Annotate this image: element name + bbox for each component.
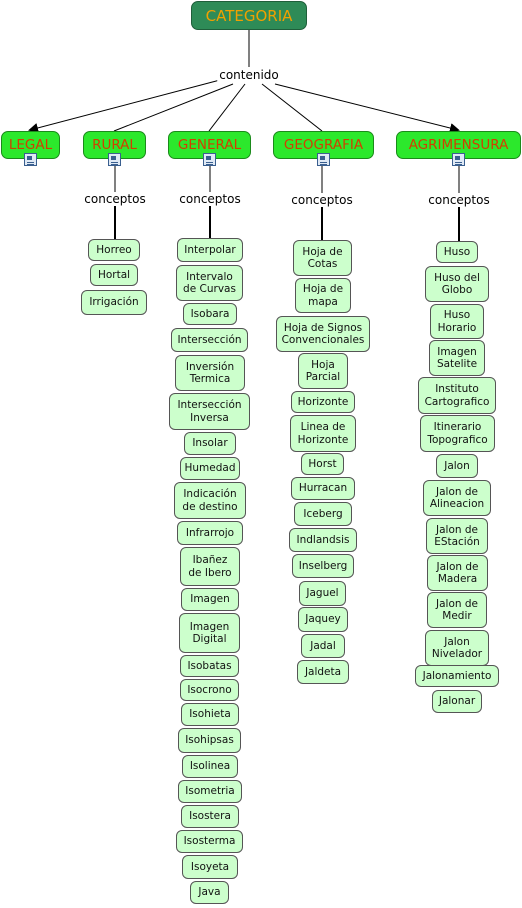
concept-node-agrimensura[interactable]: Huso [436,241,478,263]
concept-node-general[interactable]: Intersección [171,328,248,352]
concept-node-agrimensura[interactable]: Huso Horario [430,304,484,339]
concept-node-general[interactable]: Imagen [181,588,239,611]
concept-node-agrimensura[interactable]: Imagen Satelite [429,340,485,376]
link-to-category-line-geografia [261,83,323,132]
resource-doc-icon-rural[interactable] [108,153,121,166]
concept-node-general[interactable]: Isohipsas [178,728,241,753]
concept-node-geografia[interactable]: Hoja de Signos Convencionales [276,316,370,352]
concept-node-general[interactable]: Java [190,881,229,904]
resource-doc-icon-agrimensura[interactable] [452,153,465,166]
category-general[interactable]: GENERAL [168,131,251,159]
concept-node-general[interactable]: Intersección Inversa [169,393,250,430]
concept-node-general[interactable]: Isohieta [181,703,239,726]
concept-node-agrimensura[interactable]: Jalonar [432,690,482,713]
concept-node-general[interactable]: Interpolar [177,238,243,262]
concept-node-general[interactable]: Isometria [178,780,242,803]
link-label-geografia: conceptos [289,193,355,207]
concept-node-agrimensura[interactable]: Huso del Globo [425,266,489,302]
concept-node-agrimensura[interactable]: Jalon [436,454,478,478]
link-label-general: conceptos [177,192,243,206]
concept-node-general[interactable]: Infrarrojo [177,521,243,545]
concept-node-geografia[interactable]: Indlandsis [289,528,357,552]
concept-node-general[interactable]: Isostera [181,805,239,828]
link-to-category-line-rural [113,83,234,132]
concept-node-agrimensura[interactable]: Itinerario Topografico [420,415,495,452]
link-label-rural: conceptos [82,192,148,206]
concept-node-agrimensura[interactable]: Jalon de Madera [427,555,488,591]
concept-node-geografia[interactable]: Jaldeta [297,660,349,684]
concept-node-general[interactable]: Isolinea [182,755,238,778]
resource-doc-icon-geografia[interactable] [317,153,330,166]
link-to-category-line-general [208,83,246,132]
concept-node-geografia[interactable]: Inselberg [292,554,354,578]
concept-node-general[interactable]: Isoyeta [182,855,238,879]
concept-node-general[interactable]: Isobara [183,303,237,325]
concept-node-agrimensura[interactable]: Jalonamiento [415,665,499,687]
concept-node-agrimensura[interactable]: Jalon de EStación [426,518,488,554]
concept-node-geografia[interactable]: Hoja de Cotas [293,240,352,276]
link-to-category-line-legal [28,79,221,133]
concept-node-general[interactable]: Inversión Termica [175,355,245,391]
root-node-categoria[interactable]: CATEGORIA [191,1,307,30]
concept-node-agrimensura[interactable]: Jalon de Medir [427,592,487,628]
concept-node-geografia[interactable]: Horst [301,453,344,475]
concept-node-general[interactable]: Imagen Digital [179,613,240,653]
link-label-agrimensura: conceptos [426,193,492,207]
concept-node-agrimensura[interactable]: Instituto Cartografico [418,377,496,414]
concept-node-geografia[interactable]: Horizonte [291,391,355,413]
concept-node-general[interactable]: Ibañez de Ibero [180,547,240,586]
concept-node-geografia[interactable]: Linea de Horizonte [290,415,356,452]
concept-node-agrimensura[interactable]: Jalon de Alineacion [423,480,491,516]
concept-node-general[interactable]: Isocrono [180,679,239,701]
resource-doc-icon-general[interactable] [203,153,216,166]
concept-node-general[interactable]: Indicación de destino [174,482,246,519]
concept-node-geografia[interactable]: Hurracan [291,477,355,500]
concept-node-geografia[interactable]: Jaquey [298,607,348,632]
concept-node-general[interactable]: Insolar [184,432,236,455]
category-legal[interactable]: LEGAL [1,131,60,159]
concept-node-geografia[interactable]: Jadal [301,634,345,658]
concept-node-general[interactable]: Isosterma [176,830,243,853]
concept-node-agrimensura[interactable]: Jalon Nivelador [425,630,489,666]
concept-node-rural[interactable]: Irrigación [81,290,147,315]
concept-node-geografia[interactable]: Iceberg [294,502,352,526]
concept-node-geografia[interactable]: Jaguel [299,581,346,606]
concept-node-general[interactable]: Isobatas [180,655,239,677]
concept-node-general[interactable]: Humedad [180,457,240,480]
link-to-category-line-agrimensura [274,83,460,133]
concept-node-general[interactable]: Intervalo de Curvas [176,265,243,301]
concept-node-rural[interactable]: Hortal [90,264,138,286]
category-geografia[interactable]: GEOGRAFIA [273,131,374,159]
concept-node-geografia[interactable]: Hoja de mapa [295,278,351,313]
resource-doc-icon-legal[interactable] [24,153,37,166]
root-link-label: contenido [217,68,281,82]
concept-node-rural[interactable]: Horreo [88,239,140,261]
concept-node-geografia[interactable]: Hoja Parcial [298,353,348,389]
